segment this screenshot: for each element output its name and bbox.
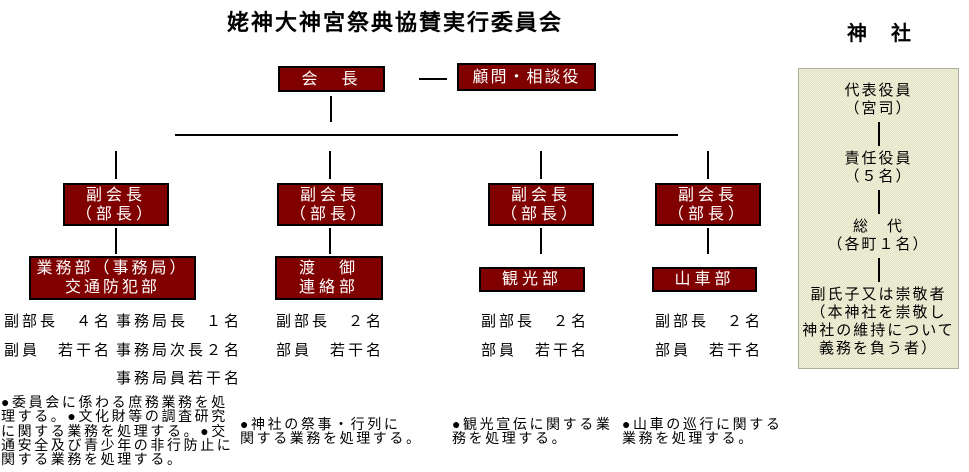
shrine-connector-line [877, 258, 880, 282]
shrine-level-responsible: 責任役員 [844, 150, 913, 167]
dept-label-line2: 交通防犯部 [64, 279, 160, 296]
duty-note-line: 関する業務を処理する。 [1, 451, 184, 468]
duty-note-line: 理する。●文化財等の調査研究 [1, 408, 228, 425]
advisor-box: 顧問・相談役 [457, 63, 596, 91]
vice-chair-sublabel: （部長） [500, 205, 581, 223]
dept-label-line2: 連絡部 [298, 279, 359, 296]
branch2-mid-tick-line [329, 228, 331, 254]
vice-chair-label: 副会長 [299, 186, 360, 204]
dept-label-line1: 山車部 [674, 271, 735, 288]
shrine-title: 神 社 [847, 23, 913, 45]
staff-label: 副部長 ２名 [481, 313, 590, 330]
vice-chair-sublabel: （部長） [667, 205, 748, 223]
duty-note-line: ●委員会に係わる庶務業務を処 [1, 394, 228, 410]
duty-note-line: 関する業務を処理する。 [240, 430, 423, 447]
duty-note-line: 業務を処理する。 [622, 430, 755, 447]
staff-label: 副員 若干名 [4, 342, 113, 359]
dept-box-kanko: 観光部 [479, 267, 585, 292]
shrine-level-responsible-sub: （５名） [844, 168, 913, 185]
branch1-top-tick-line [115, 151, 117, 179]
duty-note-line: ●神社の祭事・行列に [240, 416, 401, 432]
chairman-advisor-connector-line [419, 78, 447, 80]
shrine-level-representative: 代表役員 [844, 82, 913, 99]
duty-note-line: に関する業務を処理する。●交 [1, 422, 228, 439]
duty-note-line: ●山車の巡行に関する [622, 416, 783, 432]
staff-label: 副部長 ２名 [655, 313, 764, 330]
shrine-note-line: 義務を負う者） [818, 340, 938, 357]
duty-note-2: ●神社の祭事・行列に 関する業務を処理する。 [240, 417, 423, 446]
duty-note-4: ●山車の巡行に関する 業務を処理する。 [622, 417, 782, 446]
vice-chair-box-1: 副会長 （部長） [63, 183, 169, 226]
staff-label: 副部長 ４名 [4, 313, 113, 330]
shrine-hierarchy-box: 代表役員 （宮司） 責任役員 （５名） 総 代 （各町１名） 副氏子又は崇敬者 … [798, 68, 959, 369]
duty-note-line: 務を処理する。 [452, 430, 569, 447]
duty-note-line: ●観光宣伝に関する業 [452, 416, 613, 432]
duty-note-line: 通安全及び青少年の非行防止に [1, 436, 234, 453]
branch4-top-tick-line [707, 151, 709, 179]
page-title: 姥神大神宮祭典協賛実行委員会 [226, 10, 563, 35]
dept-label-line1: 観光部 [501, 271, 562, 288]
shrine-note-line: 副氏子又は崇敬者 [810, 286, 947, 303]
shrine-level-sodai-sub: （各町１名） [827, 236, 930, 253]
branch3-mid-tick-line [540, 228, 542, 254]
staff-label: 事務局員若干名 [116, 370, 243, 387]
shrine-connector-line [877, 122, 880, 146]
chairman-label: 会 長 [301, 70, 362, 88]
vice-chair-box-2: 副会長 （部長） [277, 183, 383, 226]
branch2-top-tick-line [329, 151, 331, 179]
duty-note-3: ●観光宣伝に関する業 務を処理する。 [452, 417, 612, 446]
shrine-note-line: 神社の維持について [802, 322, 955, 339]
staff-label: 事務局長 １名 [116, 313, 243, 330]
vice-chair-sublabel: （部長） [289, 205, 370, 223]
duty-note-1: ●委員会に係わる庶務業務を処 理する。●文化財等の調査研究 に関する業務を処理す… [1, 394, 234, 468]
dept-label-line1: 業務部（事務局） [36, 260, 189, 277]
dept-box-togyo: 渡 御 連絡部 [275, 256, 383, 300]
branch4-mid-tick-line [707, 228, 709, 254]
vice-chair-label: 副会長 [510, 186, 571, 204]
branch3-top-tick-line [540, 151, 542, 179]
vice-chair-label: 副会長 [677, 186, 738, 204]
shrine-level-representative-sub: （宮司） [844, 100, 913, 117]
staff-label: 部員 若干名 [276, 342, 385, 359]
vice-chair-sublabel: （部長） [75, 205, 156, 223]
staff-label: 副部長 ２名 [276, 313, 385, 330]
shrine-level-sodai: 総 代 [852, 218, 904, 235]
shrine-note-line: （本神社を崇敬し [810, 304, 947, 321]
chairman-box: 会 長 [278, 66, 385, 92]
staff-label: 部員 若干名 [481, 342, 590, 359]
advisor-label: 顧問・相談役 [472, 68, 581, 86]
dept-box-dashi: 山車部 [652, 267, 757, 292]
staff-label: 部員 若干名 [655, 342, 764, 359]
vice-chair-label: 副会長 [85, 186, 146, 204]
vice-chair-box-3: 副会長 （部長） [488, 183, 594, 226]
branch1-mid-tick-line [115, 228, 117, 254]
vice-chair-box-4: 副会長 （部長） [655, 183, 761, 226]
dept-box-gyomu: 業務部（事務局） 交通防犯部 [29, 256, 196, 300]
dept-label-line1: 渡 御 [298, 260, 359, 277]
chairman-drop-line [330, 96, 332, 122]
branch-horizontal-line [175, 134, 678, 136]
staff-label: 事務局次長２名 [116, 342, 243, 359]
shrine-connector-line [877, 190, 880, 214]
